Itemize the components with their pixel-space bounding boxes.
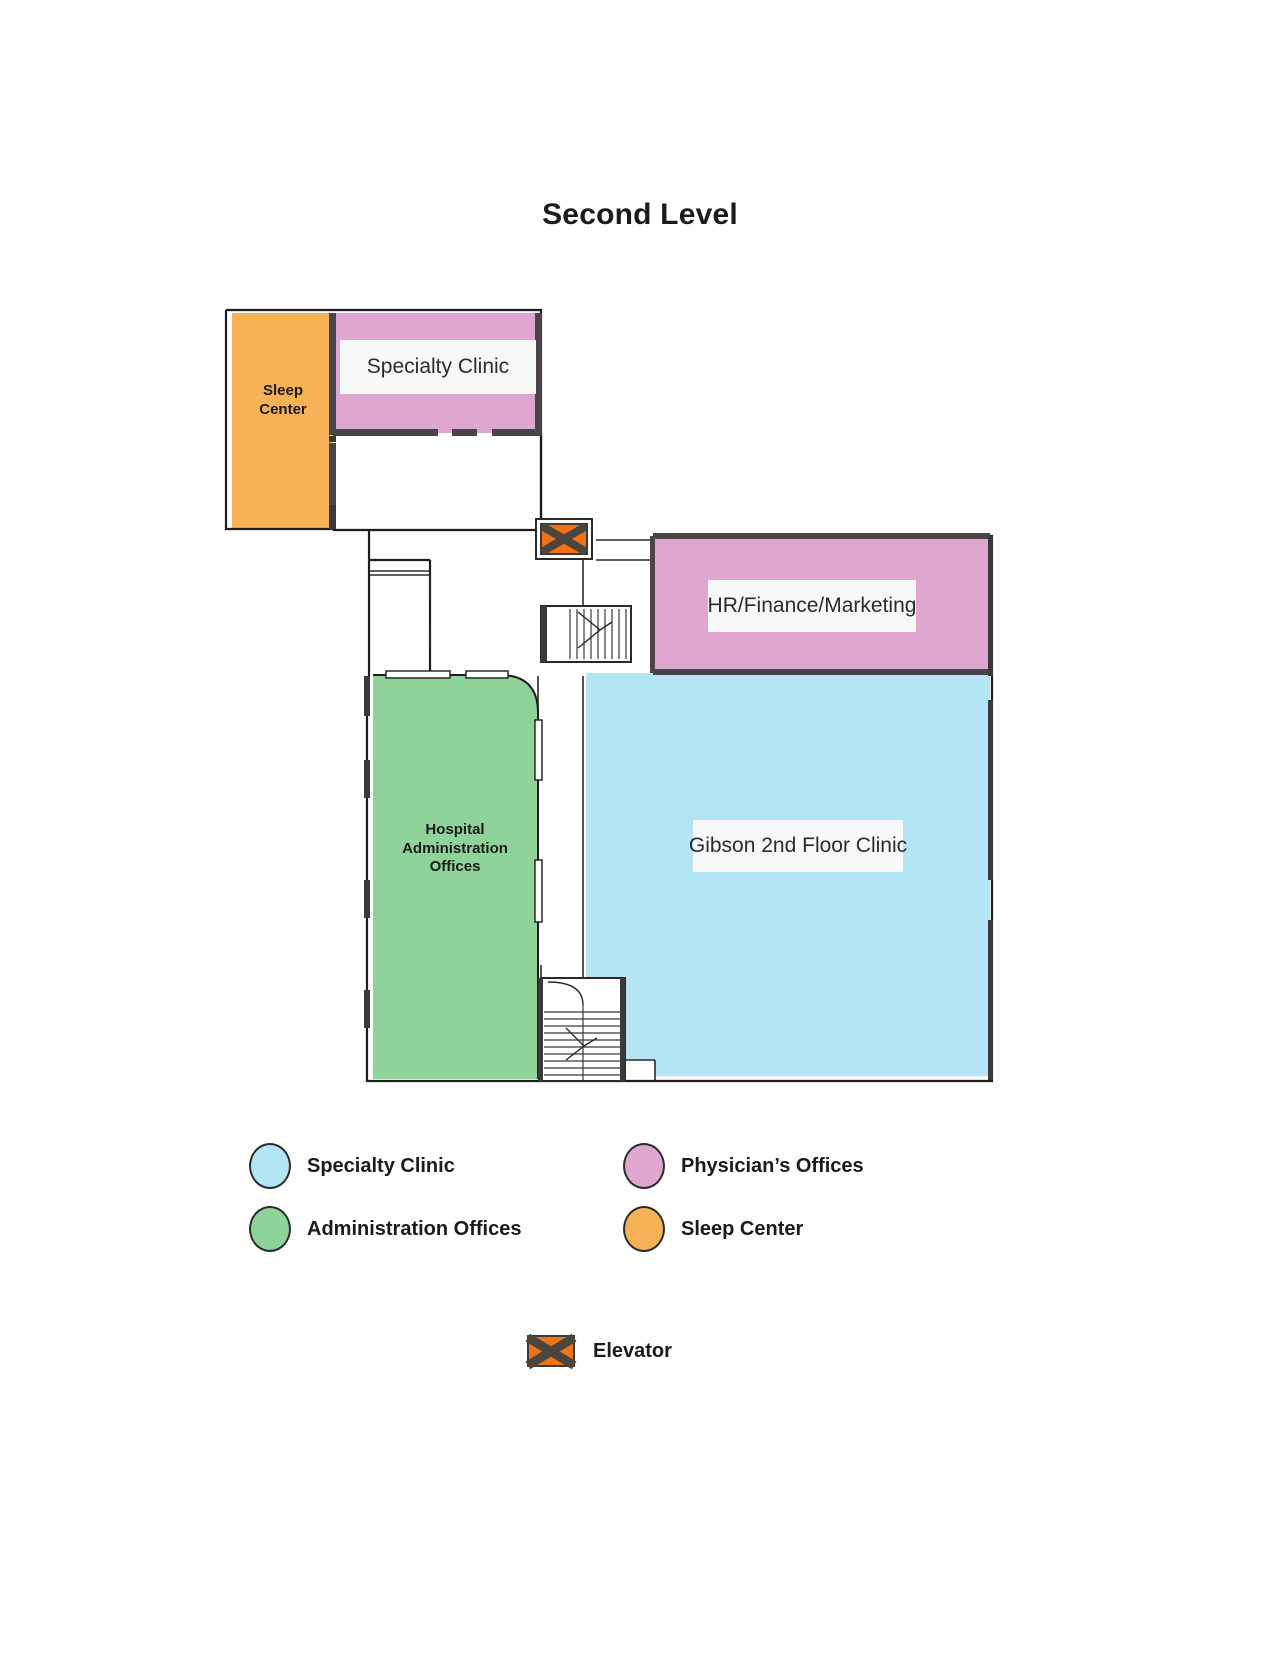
- room-label-hr-finance-marketing: HR/Finance/Marketing: [708, 580, 916, 632]
- stairwell-lower: [538, 977, 626, 1082]
- legend-label-elevator: Elevator: [593, 1339, 672, 1362]
- room-label-hospital-admin-line1: Hospital: [425, 820, 485, 838]
- legend-label-administration-offices: Administration Offices: [307, 1217, 522, 1240]
- legend-swatch-sleep-center: [623, 1206, 665, 1252]
- door-jambs: [329, 436, 993, 1080]
- room-label-specialty-clinic: Specialty Clinic: [340, 340, 536, 394]
- room-label-hospital-admin-line3: Offices: [429, 858, 481, 876]
- legend-label-physicians-offices: Physician’s Offices: [681, 1154, 864, 1177]
- room-fill-gibson-clinic: [586, 673, 990, 1076]
- room-label-hospital-admin-line2: Administration: [402, 839, 508, 857]
- room-label-gibson-2nd-floor-clinic: Gibson 2nd Floor Clinic: [689, 820, 907, 872]
- room-label-sleep-center: Sleep Center: [237, 381, 329, 421]
- legend-swatch-specialty-clinic: [249, 1143, 291, 1189]
- floor-plan-diagram: Sleep Center Specialty Clinic HR/Finance…: [224, 308, 994, 1083]
- floor-plan-svg: [224, 308, 994, 1083]
- page-title: Second Level: [542, 198, 738, 231]
- legend-item-administration-offices: Administration Offices: [249, 1206, 521, 1252]
- room-label-hospital-administration: Hospital Administration Offices: [395, 820, 515, 876]
- legend-item-sleep-center: Sleep Center: [623, 1206, 803, 1252]
- legend-swatch-administration-offices: [249, 1206, 291, 1252]
- room-fill-sleep-center: [232, 313, 333, 529]
- stairwell-upper: [540, 605, 632, 663]
- legend-swatch-physicians-offices: [623, 1143, 665, 1189]
- room-label-sleep-center-line2: Center: [259, 401, 307, 418]
- elevator-marker[interactable]: [535, 518, 593, 560]
- room-label-sleep-center-line1: Sleep: [262, 382, 303, 400]
- administration-doors: [385, 670, 543, 923]
- legend-item-elevator: Elevator: [525, 1333, 672, 1369]
- legend: Specialty Clinic Physician’s Offices Adm…: [0, 1143, 1280, 1283]
- legend-item-physicians-offices: Physician’s Offices: [623, 1143, 864, 1189]
- interior-walls: [329, 313, 990, 675]
- room-fill-hospital-administration: [373, 675, 538, 1079]
- elevator-icon: [525, 1333, 577, 1369]
- legend-label-sleep-center: Sleep Center: [681, 1217, 804, 1240]
- legend-item-specialty-clinic: Specialty Clinic: [249, 1143, 455, 1189]
- legend-label-specialty-clinic: Specialty Clinic: [307, 1154, 455, 1177]
